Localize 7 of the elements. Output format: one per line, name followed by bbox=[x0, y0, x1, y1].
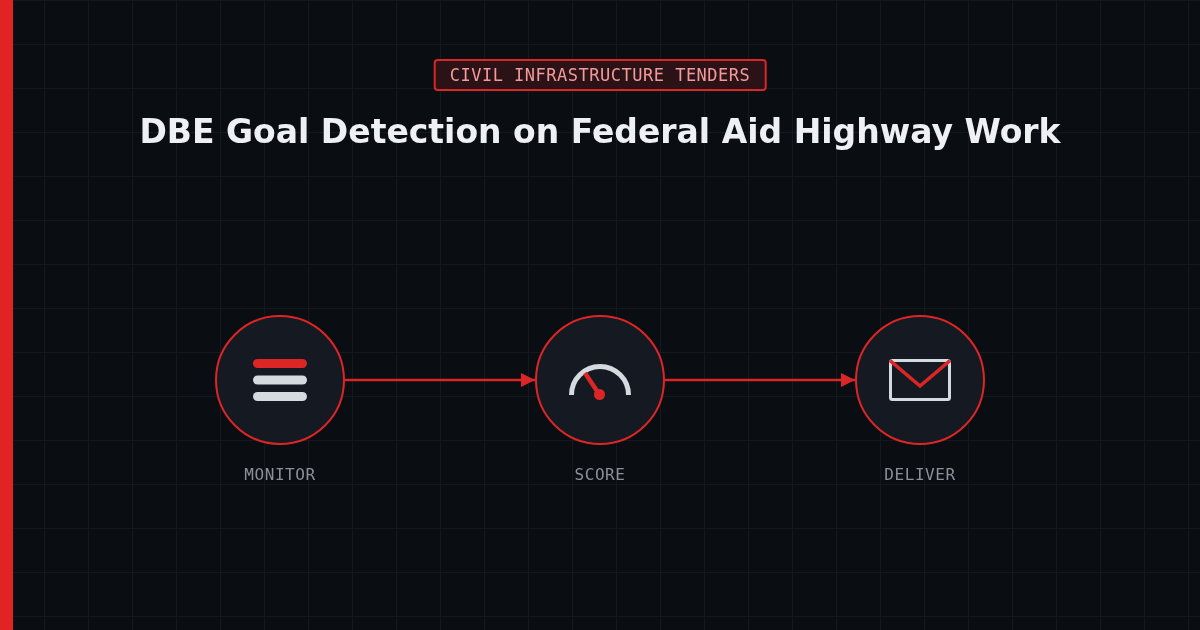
category-tag: CIVIL INFRASTRUCTURE TENDERS bbox=[433, 59, 767, 91]
step-label: DELIVER bbox=[884, 465, 956, 484]
step-label: SCORE bbox=[574, 465, 626, 484]
title: DBE Goal Detection on Federal Aid Highway Work bbox=[139, 111, 1061, 153]
step-label: MONITOR bbox=[244, 465, 316, 484]
arrow bbox=[345, 373, 535, 387]
arrow bbox=[665, 373, 855, 387]
